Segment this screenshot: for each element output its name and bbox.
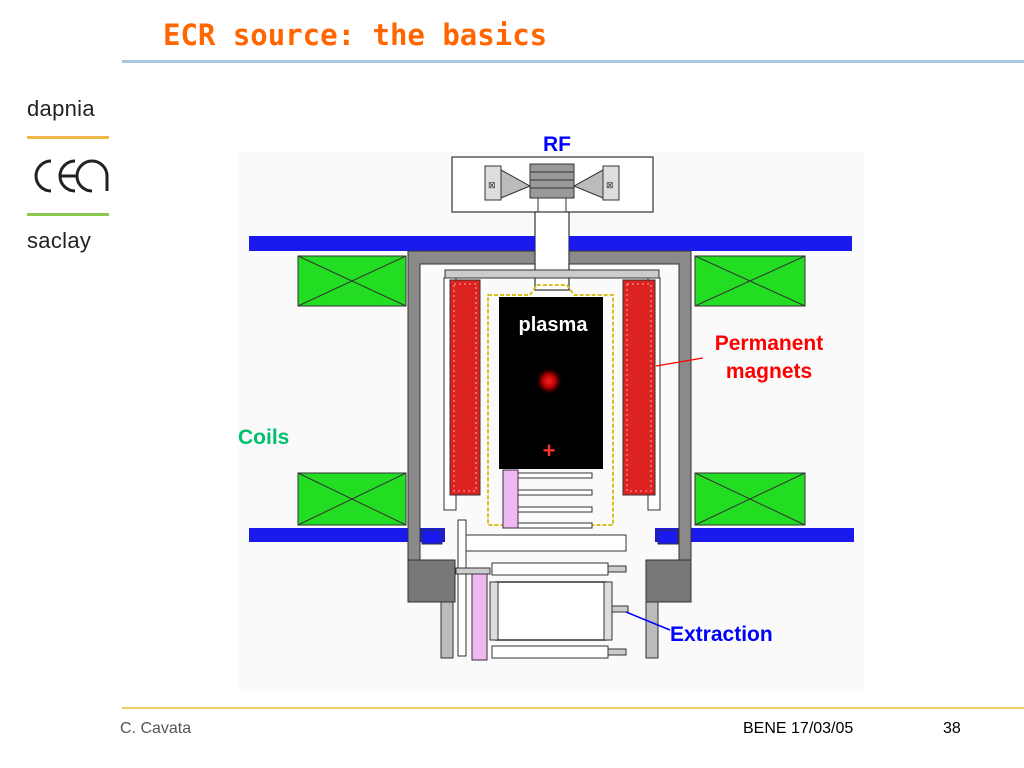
chamber-liner [487, 284, 614, 526]
coil-top-left [297, 255, 407, 307]
label-rf: RF [543, 133, 571, 156]
permanent-magnet-left [449, 279, 481, 496]
yoke-plate-bottom-right [655, 528, 854, 542]
svg-text:⊠: ⊠ [488, 180, 496, 190]
label-plus-ion: + [543, 438, 556, 463]
logo-divider-orange [27, 136, 109, 139]
label-extraction: Extraction [670, 623, 773, 646]
logo-divider-green [27, 213, 109, 216]
label-magnets: magnets [726, 360, 812, 383]
extraction-leader-line [625, 611, 671, 631]
extraction-system [455, 519, 629, 661]
permanent-magnet-right [622, 279, 656, 496]
slide-title: ECR source: the basics [163, 18, 548, 52]
logo-saclay: saclay [27, 228, 92, 253]
svg-text:⊠: ⊠ [606, 180, 614, 190]
rf-waveguide: ⊠ ⊠ [451, 156, 654, 213]
cea-logo: cea [34, 159, 109, 193]
coil-top-right [694, 255, 806, 307]
electrode-stack [502, 469, 593, 529]
coil-bottom-left [297, 472, 407, 526]
yoke-plate-top-right [569, 236, 852, 251]
footer-rule [122, 707, 1024, 709]
plasma-glow [535, 367, 563, 395]
yoke-plate-top-left [249, 236, 535, 251]
label-plasma: plasma [519, 314, 589, 336]
logo-dapnia: dapnia [27, 96, 95, 121]
footer-event: BENE 17/03/05 [743, 720, 854, 737]
title-underline [122, 60, 1024, 63]
yoke-plate-bottom-left [249, 528, 445, 542]
footer-author: C. Cavata [120, 720, 192, 737]
iron-yoke [407, 250, 692, 659]
label-coils: Coils [238, 426, 289, 449]
label-permanent: Permanent [715, 332, 824, 355]
permanent-leader-line [655, 357, 704, 367]
page-number: 38 [943, 720, 961, 737]
coil-bottom-right [694, 472, 806, 526]
